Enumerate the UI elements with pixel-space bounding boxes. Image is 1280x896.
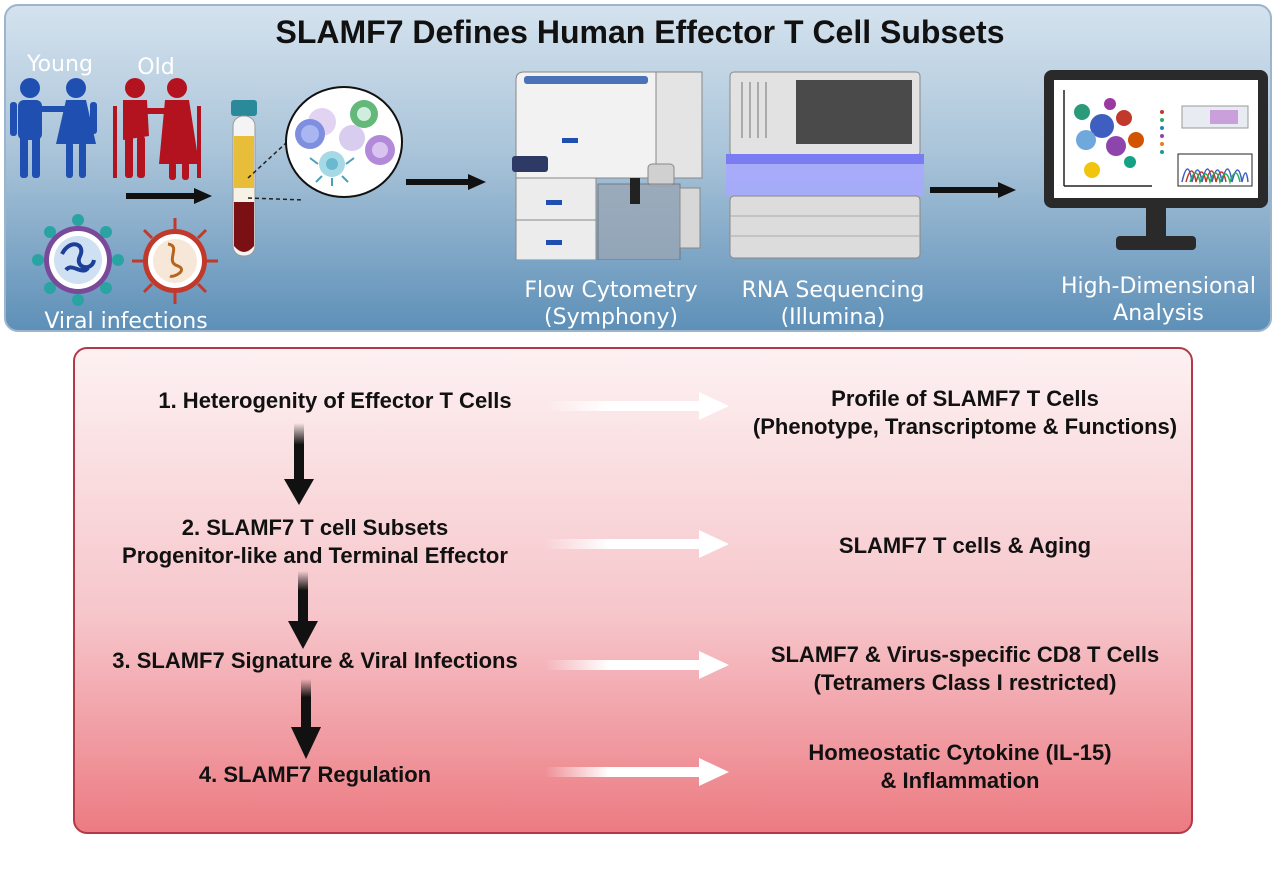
high-dimensional-line: High-Dimensional [1060, 274, 1257, 299]
step-2: 2. SLAMF7 T cell Subsets Progenitor-like… [85, 514, 545, 570]
down-arrow-2 [288, 571, 318, 649]
right-arrow-2 [545, 530, 729, 558]
rna-sequencing-subline: (Illumina) [780, 305, 886, 330]
down-arrow-1 [284, 423, 314, 505]
old-couple-icon [113, 78, 201, 180]
viral-infections-label: Viral infections [44, 309, 208, 332]
flow-cytometry-subline: (Symphony) [544, 305, 678, 330]
young-label: Young [27, 52, 93, 77]
right-arrow-1 [545, 392, 729, 420]
step-3: 3. SLAMF7 Signature & Viral Infections [85, 647, 545, 675]
step-3-line: 3. SLAMF7 Signature & Viral Infections [112, 648, 518, 673]
rna-sequencing-label: RNA Sequencing (Illumina) [728, 277, 938, 330]
arrows-layer [284, 392, 729, 786]
outcome-4-line-2: & Inflammation [880, 768, 1040, 793]
down-arrow-3 [291, 679, 321, 759]
flow-cytometer-icon [512, 71, 703, 260]
virus-icon-2 [132, 218, 218, 304]
right-arrow-3 [545, 651, 729, 679]
virus-icon [32, 214, 124, 306]
outcome-2-line: SLAMF7 T cells & Aging [838, 533, 1092, 558]
flow-cytometry-label: Flow Cytometry (Symphony) [511, 277, 711, 330]
old-label: Old [137, 55, 175, 80]
aims-panel: 1. Heterogenity of Effector T Cells 2. S… [73, 347, 1193, 834]
step-1-line: 1. Heterogenity of Effector T Cells [158, 388, 512, 413]
workflow-banner: SLAMF7 Defines Human Effector T Cell Sub… [4, 4, 1272, 332]
step-4-line: 4. SLAMF7 Regulation [198, 762, 432, 787]
flow-cytometry-line: Flow Cytometry [524, 278, 698, 303]
step-2-line-1: 2. SLAMF7 T cell Subsets [181, 515, 449, 540]
outcome-2: SLAMF7 T cells & Aging [755, 532, 1175, 560]
outcome-3: SLAMF7 & Virus-specific CD8 T Cells (Tet… [715, 641, 1215, 697]
outcome-3-line-2: (Tetramers Class I restricted) [813, 670, 1117, 695]
sequencer-icon [726, 71, 924, 259]
high-dimensional-label: High-Dimensional Analysis [1051, 273, 1266, 327]
outcome-1-line-2: (Phenotype, Transcriptome & Functions) [752, 414, 1178, 439]
step-4: 4. SLAMF7 Regulation [135, 761, 495, 789]
outcome-3-line-1: SLAMF7 & Virus-specific CD8 T Cells [770, 642, 1160, 667]
arrow-to-tube-icon [126, 188, 212, 204]
outcome-1: Profile of SLAMF7 T Cells (Phenotype, Tr… [715, 385, 1215, 441]
figure-title: SLAMF7 Defines Human Effector T Cell Sub… [275, 14, 1005, 50]
high-dimensional-subline: Analysis [1113, 301, 1204, 326]
monitor-icon [1044, 70, 1268, 250]
outcome-1-line-1: Profile of SLAMF7 T Cells [831, 386, 1099, 411]
outcome-4: Homeostatic Cytokine (IL-15) & Inflammat… [725, 739, 1195, 795]
young-couple-icon [10, 78, 97, 178]
rna-sequencing-line: RNA Sequencing [741, 278, 925, 303]
right-arrow-4 [545, 758, 729, 786]
blood-tube-icon [231, 100, 257, 257]
cells-icon [285, 86, 403, 198]
step-1: 1. Heterogenity of Effector T Cells [115, 387, 555, 415]
step-2-line-2: Progenitor-like and Terminal Effector [122, 543, 508, 568]
outcome-4-line-1: Homeostatic Cytokine (IL-15) [808, 740, 1112, 765]
arrow-to-monitor-icon [930, 182, 1016, 198]
arrow-to-cytometer-icon [406, 174, 486, 190]
